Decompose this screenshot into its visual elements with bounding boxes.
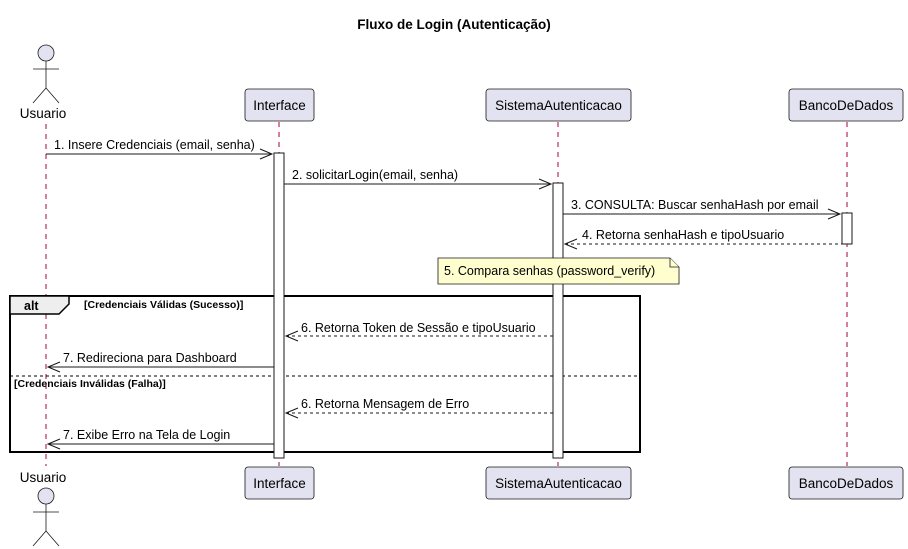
participant-label-usuario-bottom: Usuario bbox=[20, 470, 67, 485]
message-7-success: 7. Redireciona para Dashboard bbox=[46, 351, 274, 373]
actor-usuario-top: Usuario bbox=[20, 44, 67, 121]
arrowhead-icon bbox=[563, 238, 578, 250]
note-5: 5. Compara senhas (password_verify) bbox=[437, 257, 680, 285]
message-1: 1. Insere Credenciais (email, senha) bbox=[46, 138, 274, 160]
activation-banco bbox=[841, 212, 853, 245]
message-2: 2. solicitarLogin(email, senha) bbox=[284, 168, 553, 190]
activation-sistema bbox=[552, 182, 564, 459]
participant-banco-top: BancoDeDados bbox=[788, 88, 904, 122]
message-6-success-label: 6. Retorna Token de Sessão e tipoUsuario bbox=[301, 321, 536, 335]
arrowhead-icon bbox=[46, 361, 61, 373]
alt-frame: alt [Credenciais Válidas (Sucesso)] [Cre… bbox=[9, 295, 641, 453]
actor-usuario-bottom: Usuario bbox=[20, 470, 67, 547]
arrowhead-icon bbox=[46, 438, 61, 450]
participant-label-interface-top: Interface bbox=[253, 98, 306, 113]
actor-head-icon bbox=[37, 44, 55, 62]
participant-label-sistema-top: SistemaAutenticacao bbox=[495, 98, 622, 113]
alt-guard-failure: [Credenciais Inválidas (Falha)] bbox=[14, 378, 166, 390]
message-7-failure-label: 7. Exibe Erro na Tela de Login bbox=[63, 428, 230, 442]
participant-label-interface-bottom: Interface bbox=[253, 476, 306, 491]
message-6-failure: 6. Retorna Mensagem de Erro bbox=[284, 397, 553, 419]
participant-interface-top: Interface bbox=[244, 88, 315, 122]
participant-sistema-bottom: SistemaAutenticacao bbox=[485, 466, 632, 500]
participant-label-banco-bottom: BancoDeDados bbox=[799, 476, 894, 491]
arrowhead-icon bbox=[284, 407, 299, 419]
message-1-label: 1. Insere Credenciais (email, senha) bbox=[54, 138, 255, 152]
message-4-label: 4. Retorna senhaHash e tipoUsuario bbox=[582, 228, 784, 242]
participant-sistema-top: SistemaAutenticacao bbox=[485, 88, 632, 122]
message-4: 4. Retorna senhaHash e tipoUsuario bbox=[563, 228, 842, 250]
diagram-title: Fluxo de Login (Autenticação) bbox=[357, 17, 551, 32]
arrowhead-icon bbox=[538, 178, 553, 190]
arrowhead-icon bbox=[259, 148, 274, 160]
message-3-label: 3. CONSULTA: Buscar senhaHash por email bbox=[571, 198, 819, 212]
participant-interface-bottom: Interface bbox=[244, 466, 315, 500]
participant-label-usuario-top: Usuario bbox=[20, 106, 67, 121]
participant-label-sistema-bottom: SistemaAutenticacao bbox=[495, 476, 622, 491]
actor-head-icon bbox=[37, 487, 55, 505]
alt-guard-success: [Credenciais Válidas (Sucesso)] bbox=[84, 299, 243, 311]
activation-interface bbox=[273, 152, 285, 459]
message-2-label: 2. solicitarLogin(email, senha) bbox=[292, 168, 458, 182]
message-6-success: 6. Retorna Token de Sessão e tipoUsuario bbox=[284, 321, 553, 342]
message-6-failure-label: 6. Retorna Mensagem de Erro bbox=[301, 397, 469, 411]
arrowhead-icon bbox=[284, 330, 299, 342]
message-7-failure: 7. Exibe Erro na Tela de Login bbox=[46, 428, 274, 450]
message-7-success-label: 7. Redireciona para Dashboard bbox=[63, 351, 237, 365]
arrowhead-icon bbox=[827, 208, 842, 220]
alt-label: alt bbox=[24, 299, 39, 313]
message-3: 3. CONSULTA: Buscar senhaHash por email bbox=[563, 198, 842, 220]
participant-label-banco-top: BancoDeDados bbox=[799, 98, 894, 113]
participant-banco-bottom: BancoDeDados bbox=[788, 466, 904, 500]
note-5-label: 5. Compara senhas (password_verify) bbox=[444, 264, 655, 278]
